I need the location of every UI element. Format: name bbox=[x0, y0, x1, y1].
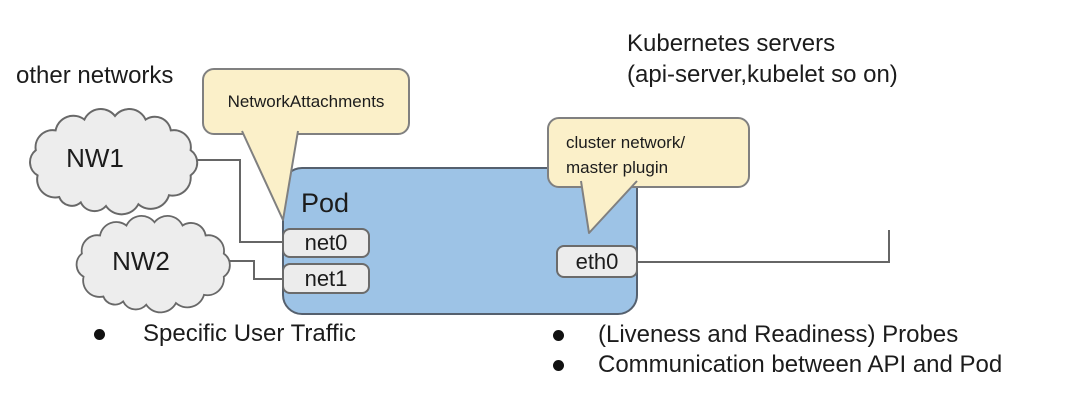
cluster-network-line1: cluster network/ bbox=[566, 133, 686, 152]
bullet-text: Specific User Traffic bbox=[143, 320, 356, 347]
bullet-dot-icon bbox=[553, 329, 564, 341]
kubernetes-servers-line2: (api-server,kubelet so on) bbox=[627, 61, 898, 88]
nw1-to-net0-line bbox=[190, 159, 282, 243]
network-attachments-callout: NetworkAttachments bbox=[202, 68, 410, 135]
nw1-cloud-label: NW1 bbox=[66, 143, 124, 173]
cluster-network-callout: cluster network/ master plugin bbox=[547, 117, 750, 188]
bullet-communication: Communication between API and Pod bbox=[553, 351, 1002, 379]
bullet-specific-user-traffic: Specific User Traffic bbox=[94, 320, 356, 348]
bullet-dot-icon bbox=[553, 359, 564, 371]
net1-interface-box: net1 bbox=[282, 263, 370, 294]
nw2-to-net1-line bbox=[222, 260, 282, 280]
eth0-to-servers-line bbox=[638, 230, 890, 263]
network-attachments-text: NetworkAttachments bbox=[227, 91, 385, 111]
kubernetes-servers-label: Kubernetes servers (api-server,kubelet s… bbox=[627, 28, 898, 90]
pod-title: Pod bbox=[301, 188, 350, 218]
net0-label: net0 bbox=[304, 230, 348, 255]
other-networks-label: other networks bbox=[16, 62, 174, 89]
nw2-cloud-label: NW2 bbox=[112, 246, 170, 276]
bullet-dot-icon bbox=[94, 328, 105, 340]
eth0-interface-box: eth0 bbox=[556, 245, 638, 278]
cluster-network-line2: master plugin bbox=[566, 158, 669, 177]
net0-interface-box: net0 bbox=[282, 228, 370, 258]
kubernetes-servers-line1: Kubernetes servers bbox=[627, 30, 836, 57]
bullet-text: (Liveness and Readiness) Probes bbox=[598, 321, 959, 348]
bullet-probes: (Liveness and Readiness) Probes bbox=[553, 321, 958, 349]
net1-label: net1 bbox=[304, 265, 348, 291]
eth0-label: eth0 bbox=[575, 248, 619, 274]
bullet-text: Communication between API and Pod bbox=[598, 351, 1003, 378]
